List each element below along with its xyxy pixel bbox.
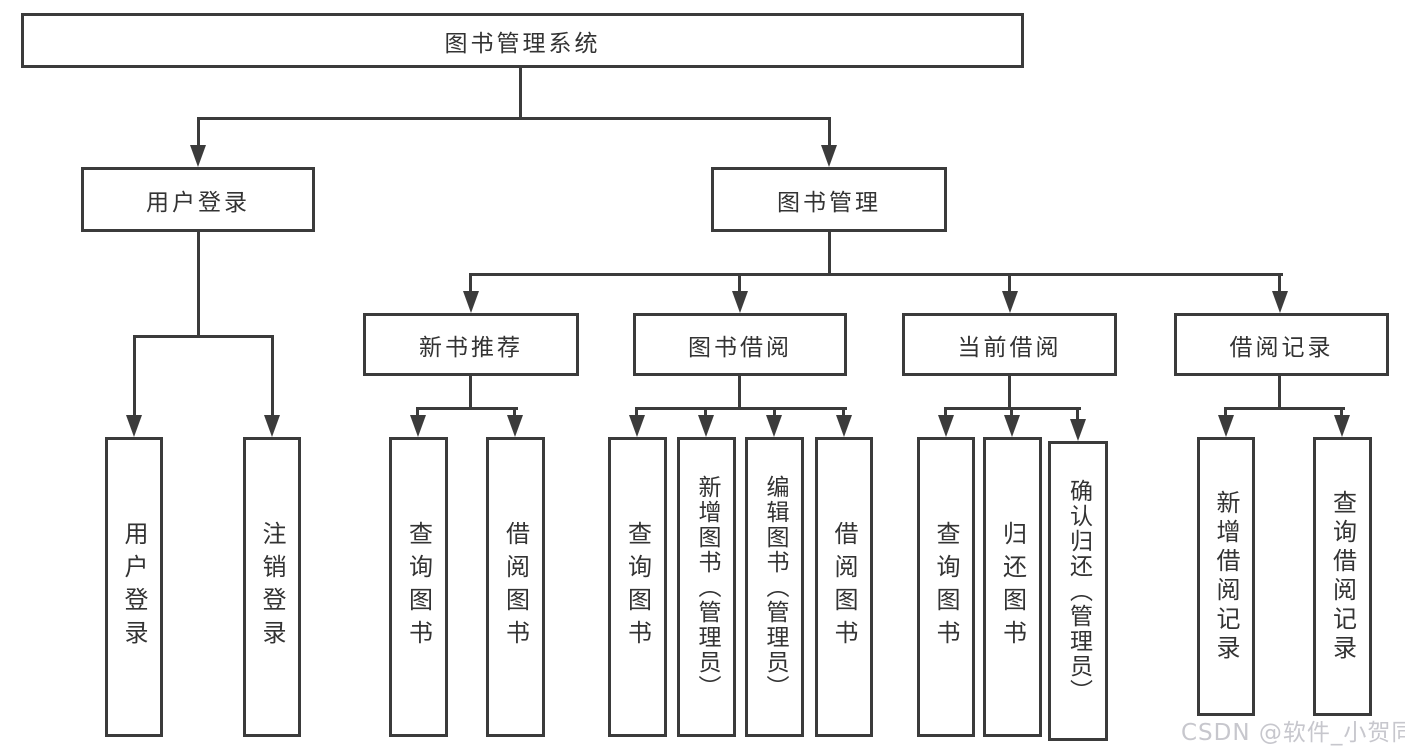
node-new-book-recommend: 新书推荐 — [363, 313, 579, 376]
leaf-m4-query-record-label: 查询借阅记录 — [1328, 489, 1357, 664]
connector-m1-distributor — [416, 407, 518, 410]
connector-mgmt-distributor — [470, 273, 1283, 276]
node-current-borrow: 当前借阅 — [902, 313, 1117, 376]
connector-login-child2-stub — [271, 335, 274, 417]
leaf-user-login: 用户登录 — [105, 437, 163, 737]
connector-m2-c1-stub — [635, 407, 638, 419]
arrowhead-module3 — [1002, 291, 1018, 313]
connector-module1-stub — [469, 273, 472, 295]
arrowhead-m3-c1 — [938, 415, 954, 437]
arrowhead-login-child1 — [126, 415, 142, 437]
arrowhead-m3-c2 — [1004, 415, 1020, 437]
leaf-m1-query-book-label: 查询图书 — [404, 521, 433, 653]
csdn-watermark: CSDN @软件_小贺同学 — [1181, 720, 1405, 746]
node-current-borrow-label: 当前借阅 — [957, 334, 1062, 361]
arrowhead-m4-c2 — [1334, 415, 1350, 437]
connector-module4-stub — [1278, 273, 1281, 295]
connector-m4-c1-stub — [1224, 407, 1227, 419]
leaf-logout: 注销登录 — [243, 437, 301, 737]
connector-m4-distributor — [1224, 407, 1345, 410]
connector-m3-c2-stub — [1010, 407, 1013, 419]
leaf-m4-add-record: 新增借阅记录 — [1197, 437, 1255, 716]
arrowhead-module4 — [1272, 291, 1288, 313]
leaf-m2-add-book: 新增图书（管理员） — [677, 437, 736, 737]
leaf-m1-borrow-book: 借阅图书 — [486, 437, 545, 737]
arrowhead-mgmt — [821, 145, 837, 167]
leaf-m2-edit-book: 编辑图书（管理员） — [745, 437, 804, 737]
connector-m2-stem — [738, 376, 741, 410]
connector-m1-c2-stub — [513, 407, 516, 419]
node-user-login-label: 用户登录 — [146, 189, 250, 216]
leaf-m4-query-record: 查询借阅记录 — [1313, 437, 1372, 716]
connector-login-stem — [197, 232, 200, 338]
leaf-m1-query-book: 查询图书 — [389, 437, 448, 737]
connector-mgmt-stem — [828, 232, 831, 276]
connector-mgmt-stub — [828, 117, 831, 148]
leaf-m2-borrow-book-label: 借阅图书 — [830, 521, 858, 653]
connector-m4-c2-stub — [1340, 407, 1343, 419]
arrowhead-m2-c3 — [766, 415, 782, 437]
node-borrow-record-label: 借阅记录 — [1229, 334, 1334, 361]
connector-m3-stem — [1008, 376, 1011, 410]
leaf-m2-edit-book-label: 编辑图书（管理员） — [762, 474, 788, 700]
leaf-m1-borrow-book-label: 借阅图书 — [501, 521, 530, 653]
leaf-logout-label: 注销登录 — [258, 521, 286, 653]
leaf-m2-add-book-label: 新增图书（管理员） — [694, 474, 720, 700]
connector-m2-c3-stub — [773, 407, 776, 419]
node-borrow-record: 借阅记录 — [1174, 313, 1389, 376]
connector-login-stub — [197, 117, 200, 148]
arrowhead-m2-c1 — [629, 415, 645, 437]
arrowhead-login — [190, 145, 206, 167]
leaf-m2-query-book: 查询图书 — [608, 437, 667, 737]
connector-m2-distributor — [636, 407, 847, 410]
leaf-m3-return-book: 归还图书 — [983, 437, 1042, 737]
leaf-m4-add-record-label: 新增借阅记录 — [1212, 489, 1240, 664]
arrowhead-m1-c1 — [410, 415, 426, 437]
node-root: 图书管理系统 — [21, 13, 1024, 68]
arrowhead-login-child2 — [264, 415, 280, 437]
connector-root-stem — [519, 68, 522, 120]
connector-m1-stem — [469, 376, 472, 410]
arrowhead-m2-c2 — [698, 415, 714, 437]
connector-m2-c2-stub — [704, 407, 707, 419]
connector-login-child1-stub — [133, 335, 136, 417]
arrowhead-m1-c2 — [507, 415, 523, 437]
leaf-m3-confirm-return-label: 确认归还（管理员） — [1065, 478, 1092, 704]
node-user-login: 用户登录 — [81, 167, 315, 232]
node-new-book-recommend-label: 新书推荐 — [419, 334, 523, 361]
arrowhead-module2 — [732, 291, 748, 313]
leaf-user-login-label: 用户登录 — [120, 521, 148, 653]
connector-m4-stem — [1278, 376, 1281, 410]
arrowhead-module1 — [463, 291, 479, 313]
leaf-m3-confirm-return: 确认归还（管理员） — [1048, 441, 1108, 741]
arrowhead-m2-c4 — [836, 415, 852, 437]
leaf-m3-return-book-label: 归还图书 — [998, 521, 1027, 653]
leaf-m3-query-book-label: 查询图书 — [932, 521, 960, 653]
connector-m3-c1-stub — [944, 407, 947, 419]
node-book-mgmt: 图书管理 — [711, 167, 947, 232]
connector-m2-c4-stub — [842, 407, 845, 419]
leaf-m3-query-book: 查询图书 — [917, 437, 975, 737]
node-book-borrow-label: 图书借阅 — [688, 334, 792, 361]
node-root-label: 图书管理系统 — [444, 30, 601, 57]
leaf-m2-borrow-book: 借阅图书 — [815, 437, 873, 737]
arrowhead-m4-c1 — [1218, 415, 1234, 437]
arrowhead-m3-c3 — [1070, 419, 1086, 441]
connector-module3-stub — [1008, 273, 1011, 295]
connector-level1-distributor — [197, 117, 831, 120]
leaf-m2-query-book-label: 查询图书 — [623, 521, 652, 653]
connector-module2-stub — [738, 273, 741, 295]
node-book-borrow: 图书借阅 — [633, 313, 847, 376]
connector-m1-c1-stub — [416, 407, 419, 419]
connector-m3-c3-stub — [1076, 407, 1079, 423]
connector-login-distributor — [133, 335, 274, 338]
node-book-mgmt-label: 图书管理 — [777, 189, 881, 216]
